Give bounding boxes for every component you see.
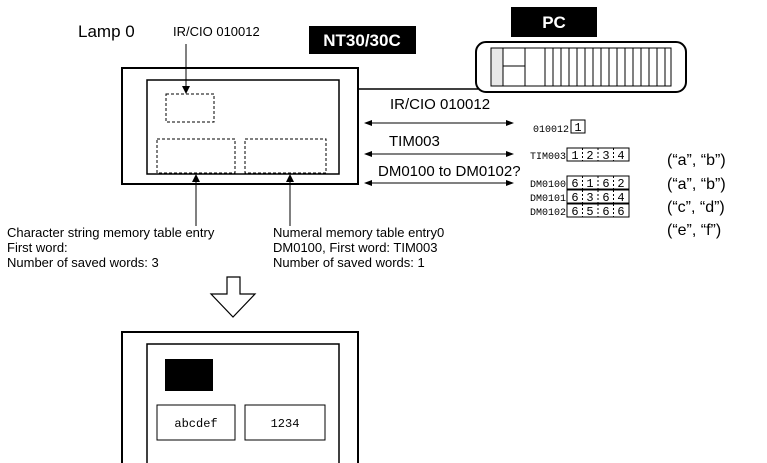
link1-label: IR/CIO 010012 (390, 96, 490, 113)
pc-label: PC (542, 13, 566, 32)
terminal-label-bg (309, 26, 416, 54)
memory-row-tim003: TIM003 1 2 3 4 (530, 147, 630, 163)
memory-address: DM0100 (530, 180, 566, 191)
memory-cell: 1 (574, 121, 581, 135)
memory-address: DM0101 (530, 194, 566, 205)
num-entry-line3: Number of saved words: 1 (273, 255, 425, 270)
string-area (156, 138, 236, 174)
memory-cell: 2 (617, 177, 624, 191)
memory-address: DM0102 (530, 208, 566, 219)
char-entry-line2: First word: (7, 240, 68, 255)
memory-cell: 2 (586, 149, 593, 163)
memory-cell: 1 (571, 149, 578, 163)
memory-cell: 4 (617, 149, 624, 163)
terminal-label: NT30/30C (323, 31, 400, 50)
link2-arrow (364, 151, 514, 157)
numeral-display (244, 404, 326, 441)
memory-cell: 1 (586, 177, 593, 191)
memory-row-010012: 010012 1 (533, 119, 586, 136)
memory-cell: 6 (617, 205, 624, 219)
numeral-area (244, 138, 327, 174)
memory-row-dm0102: DM0102 6 5 6 6 (530, 203, 630, 219)
lamp-label: Lamp 0 (78, 22, 135, 41)
lamp-area (165, 93, 215, 123)
link3-arrow (364, 180, 514, 186)
dm0101-note: (“c”, “d”) (667, 199, 725, 216)
num-entry-line2: DM0100, First word: TIM003 (273, 240, 437, 255)
lamp-pointer-arrow (182, 44, 190, 94)
link1-arrow (364, 120, 514, 126)
pc-rack-icon (475, 41, 687, 93)
memory-address: 010012 (533, 125, 569, 136)
memory-cell: 6 (571, 205, 578, 219)
memory-cell: 6 (602, 191, 609, 205)
num-entry-line1: Numeral memory table entry0 (273, 225, 444, 240)
terminal-screen (146, 79, 340, 175)
tim-note: (“a”, “b”) (667, 152, 726, 169)
link2-label: TIM003 (389, 133, 440, 150)
memory-cell: 4 (617, 191, 624, 205)
memory-row-dm0101: DM0101 6 3 6 4 (530, 189, 630, 205)
string-display (156, 404, 236, 441)
memory-cell: 6 (571, 177, 578, 191)
memory-cell: 3 (586, 191, 593, 205)
dm0100-note: (“a”, “b”) (667, 176, 726, 193)
dm0102-note: (“e”, “f”) (667, 222, 721, 239)
lamp-address-label: IR/CIO 010012 (173, 24, 260, 39)
char-entry-line1: Character string memory table entry (7, 225, 215, 240)
char-entry-line3: Number of saved words: 3 (7, 255, 159, 270)
memory-cell: 5 (586, 205, 593, 219)
memory-address: TIM003 (530, 152, 566, 163)
memory-cell: 6 (571, 191, 578, 205)
memory-row-dm0100: DM0100 6 1 6 2 (530, 175, 630, 191)
pc-label-bg (511, 7, 597, 37)
numeral-entry-arrow (286, 174, 294, 226)
string-value: abcdef (174, 417, 217, 431)
lamp-lit (165, 359, 213, 391)
string-entry-arrow (192, 174, 200, 226)
memory-cell: 3 (602, 149, 609, 163)
link3-label: DM0100 to DM0102? (378, 163, 521, 180)
result-down-arrow (209, 276, 257, 318)
nt-terminal-bottom: abcdef 1234 (121, 331, 359, 463)
numeral-value: 1234 (271, 417, 300, 431)
memory-cell: 6 (602, 205, 609, 219)
nt-terminal-top (121, 67, 359, 185)
memory-cell: 6 (602, 177, 609, 191)
